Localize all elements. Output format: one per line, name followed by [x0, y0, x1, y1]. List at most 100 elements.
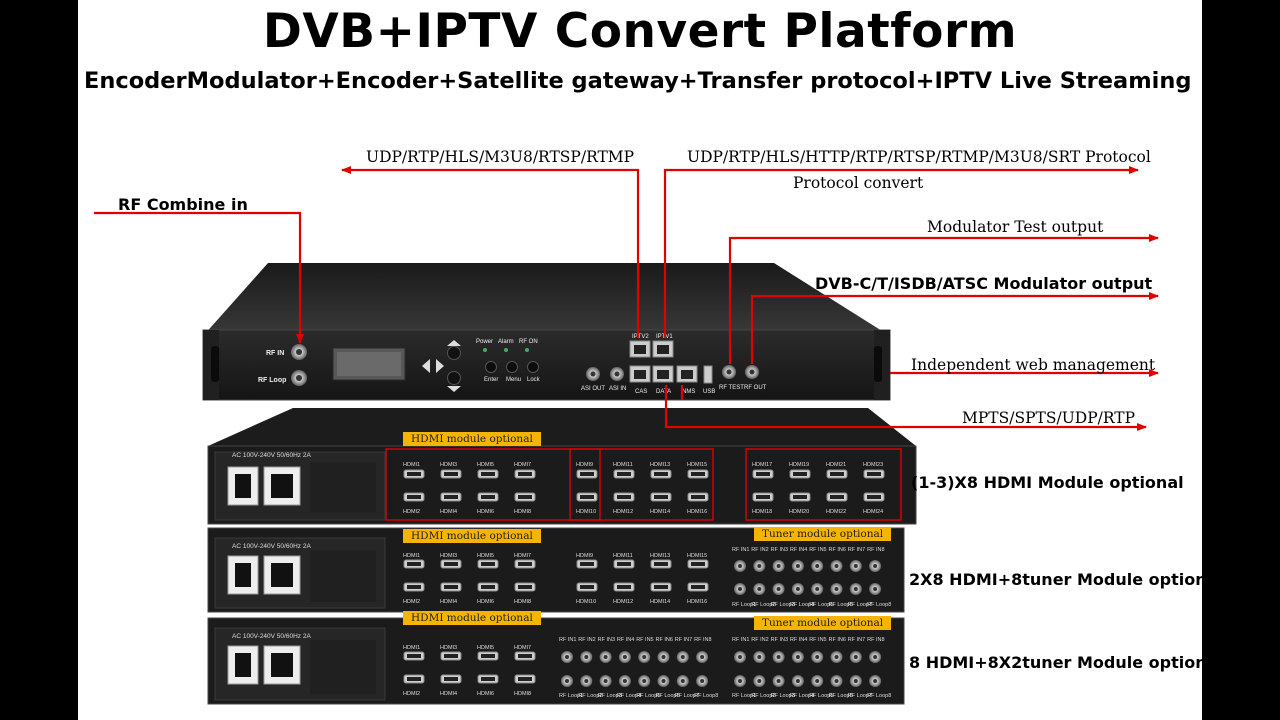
usb-label: USB — [703, 389, 715, 395]
hdmi-port-label: HDMI16 — [687, 509, 707, 515]
hdmi-port-slot — [518, 654, 532, 658]
udp-left-label: UDP/RTP/HLS/M3U8/RTSP/RTMP — [366, 148, 635, 166]
hdmi-port-slot — [756, 495, 770, 499]
tuner-port-label: RF IN4 — [790, 547, 807, 553]
hdmi-port-label: HDMI15 — [687, 462, 707, 468]
menu-key — [506, 361, 518, 373]
hdmi-port-slot — [580, 562, 594, 566]
hdmi-port-slot — [830, 472, 844, 476]
tuner-connector-core — [873, 564, 878, 568]
mod-output-label: DVB-C/T/ISDB/ATSC Modulator output — [815, 274, 1153, 293]
hdmi-port-slot — [617, 562, 631, 566]
hdmi-port-label: HDMI15 — [687, 553, 707, 559]
tuner-module-tag-3: Tuner module optional — [754, 616, 892, 630]
hdmi-port-label: HDMI16 — [687, 599, 707, 605]
hdmi-port-slot — [654, 495, 668, 499]
tuner-connector-core — [700, 655, 705, 659]
asi-out-label: ASI OUT — [581, 386, 605, 392]
hdmi-port-slot — [580, 585, 594, 589]
tuner-connector-core — [757, 679, 762, 683]
rf-in-label: RF IN — [266, 350, 284, 357]
hdmi-port-label: HDMI11 — [613, 553, 633, 559]
tuner-connector-core — [873, 587, 878, 591]
tuner-port-label: RF IN3 — [771, 547, 788, 553]
mod-test-arrow — [728, 234, 1159, 364]
tuner-connector-core — [584, 655, 589, 659]
tuner-connector-core — [873, 655, 878, 659]
connection-arrows — [94, 166, 1159, 431]
tuner-port-label: RF IN2 — [578, 637, 595, 643]
hdmi-module-tag-3: HDMI module optional — [403, 611, 541, 625]
hdmi-port-label: HDMI6 — [477, 509, 494, 515]
tuner-port-label: RF IN5 — [636, 637, 653, 643]
hdmi-port-label: HDMI12 — [613, 509, 633, 515]
power-label: Power — [476, 339, 493, 345]
hdmi-port-slot — [518, 562, 532, 566]
tuner-port-label: RF IN5 — [809, 547, 826, 553]
caption-unit-1: (1-3)X8 HDMI Module optional — [911, 473, 1184, 492]
hdmi-port-label: HDMI17 — [752, 462, 772, 468]
udp-right-arrow — [663, 166, 1139, 338]
hdmi-port-slot — [867, 495, 881, 499]
rf-out-label: RF OUT — [744, 385, 767, 391]
tuner-port-label: RF IN8 — [867, 547, 884, 553]
tuner-port-label: RF Loop1 — [732, 693, 756, 699]
hdmi-port-label: HDMI2 — [403, 509, 420, 515]
hdmi-port-label: HDMI6 — [477, 599, 494, 605]
hdmi-port-slot — [580, 472, 594, 476]
tuner-connector-core — [834, 655, 839, 659]
tuner-connector-core — [815, 564, 820, 568]
tuner-connector-core — [815, 587, 820, 591]
hdmi-port-label: HDMI14 — [650, 599, 670, 605]
hdmi-port-slot — [444, 562, 458, 566]
hdmi-port-label: HDMI3 — [440, 462, 457, 468]
hdmi-port-slot — [444, 472, 458, 476]
hdmi-port-label: HDMI1 — [403, 462, 420, 468]
iptv2-label: IPTV2 — [632, 334, 649, 340]
tuner-port-label: RF Loop3 — [771, 693, 795, 699]
hdmi-port-slot — [407, 562, 421, 566]
mod-test-label: Modulator Test output — [927, 218, 1104, 236]
page-subtitle: EncoderModulator+Encoder+Satellite gatew… — [84, 68, 1192, 94]
tuner-connector-core — [661, 679, 666, 683]
arrow-right-icon — [436, 359, 444, 373]
hdmi-port-label: HDMI8 — [514, 691, 531, 697]
tuner-connector-core — [853, 564, 858, 568]
tuner-port-label: RF Loop8 — [694, 693, 718, 699]
hdmi-port-slot — [407, 472, 421, 476]
hdmi-port-slot — [481, 495, 495, 499]
caption-unit-3: 8 HDMI+8X2tuner Module optional — [909, 653, 1202, 672]
hdmi-port-label: HDMI2 — [403, 691, 420, 697]
tuner-connector-core — [584, 679, 589, 683]
main-unit-top — [203, 263, 890, 336]
hdmi-port-label: HDMI10 — [576, 509, 596, 515]
tuner-port-label: RF IN5 — [809, 637, 826, 643]
lock-key — [527, 361, 539, 373]
tuner-port-label: RF Loop7 — [848, 693, 872, 699]
tuner-port-label: RF Loop4 — [617, 693, 641, 699]
hdmi-module-tag-1: HDMI module optional — [403, 432, 541, 446]
hdmi-port-label: HDMI13 — [650, 462, 670, 468]
navigation-pad — [422, 340, 461, 392]
tuner-connector-core — [642, 655, 647, 659]
hdmi-port-label: HDMI22 — [826, 509, 846, 515]
hdmi-port-slot — [407, 585, 421, 589]
tuner-port-label: RF IN6 — [656, 637, 673, 643]
hdmi-port-label: HDMI4 — [440, 509, 457, 515]
hdmi-port-label: HDMI7 — [514, 645, 531, 651]
tuner-connector-core — [603, 679, 608, 683]
tuner-module-tag-2: Tuner module optional — [754, 527, 892, 541]
tuner-connector-core — [815, 655, 820, 659]
tuner-port-label: RF Loop5 — [809, 602, 833, 608]
tuner-connector-core — [565, 679, 569, 683]
hdmi-port-slot — [691, 585, 705, 589]
tuner-connector-core — [776, 655, 781, 659]
hdmi-port-label: HDMI14 — [650, 509, 670, 515]
power-led — [483, 348, 487, 352]
hdmi-port-label: HDMI4 — [440, 599, 457, 605]
hdmi-port-slot — [407, 654, 421, 658]
tuner-connector-core — [795, 655, 800, 659]
hdmi-port-label: HDMI3 — [440, 645, 457, 651]
